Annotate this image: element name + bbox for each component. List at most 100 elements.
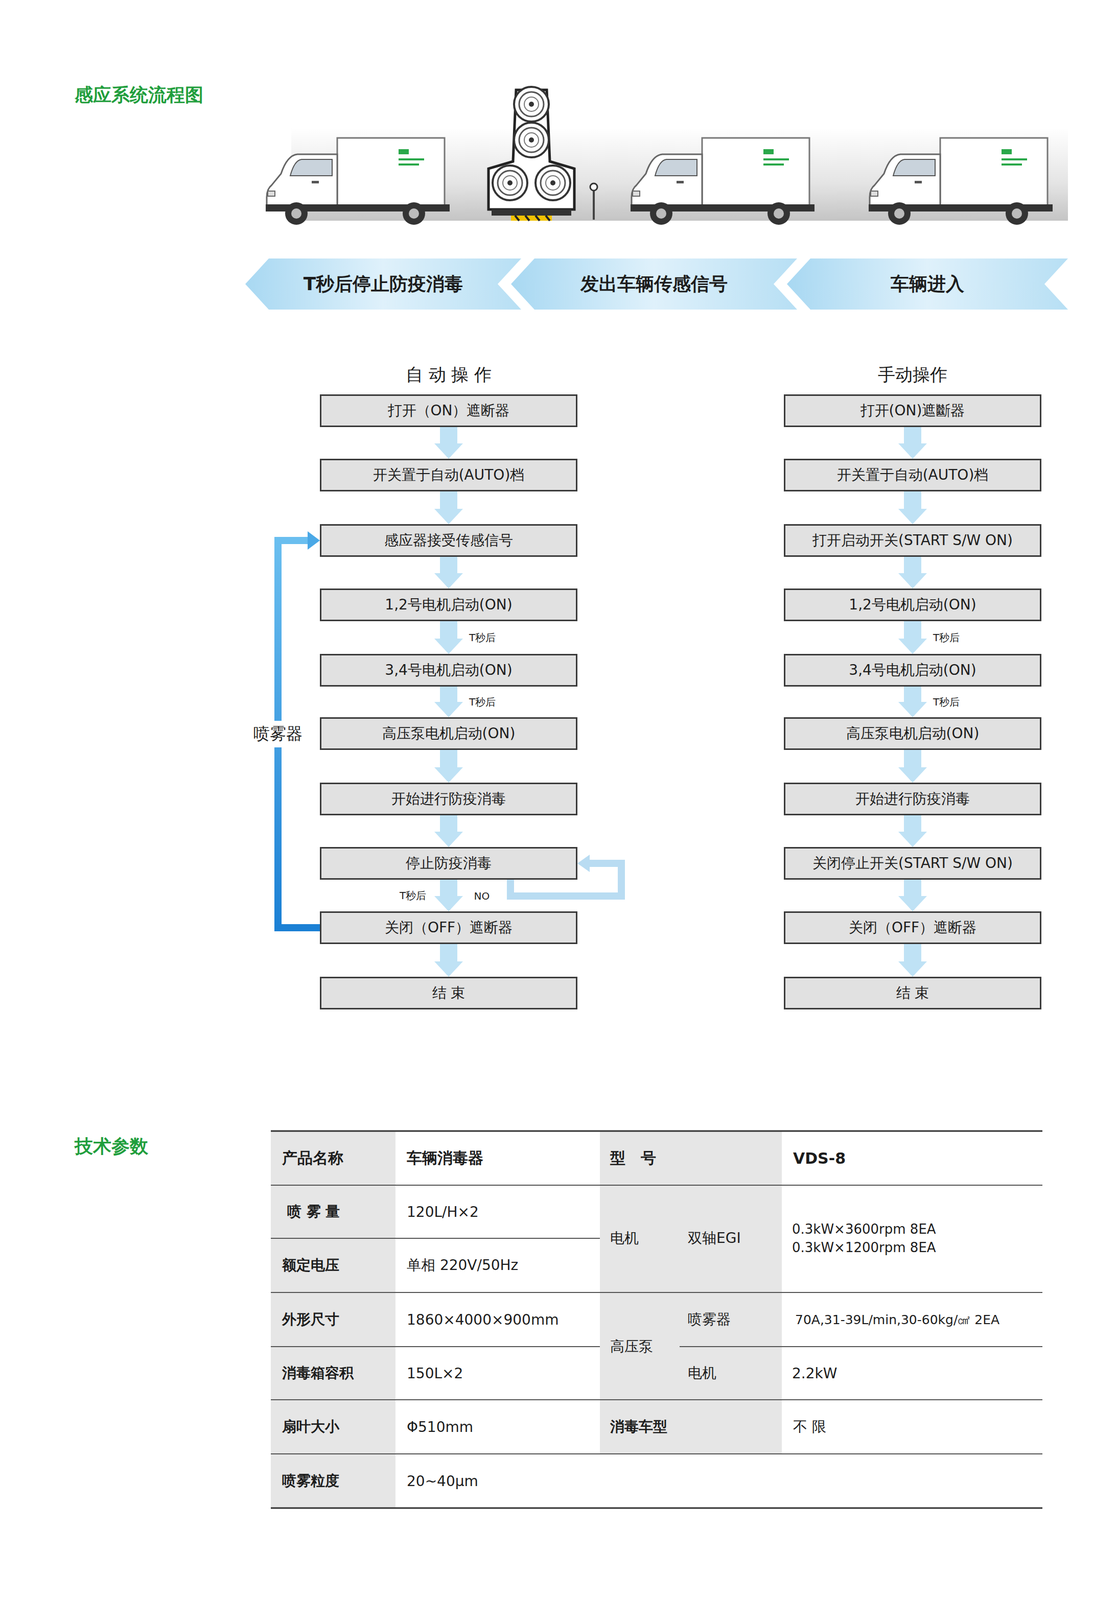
process-box: 打开（ON）遮断器 bbox=[319, 394, 578, 428]
box-text: 打开（ON）遮断器 bbox=[387, 401, 510, 421]
table-cell: 消毒车型 bbox=[610, 1417, 668, 1437]
flow-arrow bbox=[903, 686, 922, 703]
flow-arrow bbox=[439, 879, 458, 897]
process-box: 打开(ON)遮斷器 bbox=[783, 394, 1042, 428]
band-text: 车辆进入 bbox=[890, 271, 965, 297]
edge-label: T秒后 bbox=[467, 695, 498, 710]
table-cell: 消毒箱容积 bbox=[282, 1363, 354, 1384]
box-text: 开关置于自动(AUTO)档 bbox=[373, 465, 525, 485]
chevron-fill bbox=[786, 258, 1068, 310]
flow-band-chevron: T秒后停止防疫消毒 bbox=[245, 258, 522, 310]
section-heading: 技术参数 bbox=[74, 1134, 149, 1160]
process-box: 开关置于自动(AUTO)档 bbox=[783, 458, 1042, 492]
box-text: 打开(ON)遮斷器 bbox=[860, 401, 966, 421]
table-cell: 扇叶大小 bbox=[282, 1417, 340, 1437]
table-cell: 0.3kW×3600rpm 8EA bbox=[792, 1221, 937, 1238]
band-text: T秒后停止防疫消毒 bbox=[303, 271, 464, 297]
band-text: 发出车辆传感信号 bbox=[580, 271, 728, 297]
process-box: 高压泵电机启动(ON) bbox=[319, 717, 578, 751]
flow-arrow bbox=[439, 750, 458, 768]
process-box: 开始进行防疫消毒 bbox=[783, 782, 1042, 816]
box-text: 开关置于自动(AUTO)档 bbox=[836, 465, 989, 485]
process-box: 结 束 bbox=[319, 976, 578, 1010]
column-heading: 自 动 操 作 bbox=[405, 363, 492, 387]
flow-arrow bbox=[903, 879, 922, 897]
process-box: 开始进行防疫消毒 bbox=[319, 782, 578, 816]
flow-arrow bbox=[903, 815, 922, 832]
edge-label: T秒后 bbox=[931, 631, 962, 645]
process-box: 打开启动开关(START S/W ON) bbox=[783, 524, 1042, 557]
table-cell: 双轴EGI bbox=[687, 1228, 741, 1249]
table-cell: 电机 bbox=[687, 1363, 717, 1384]
process-box: 1,2号电机启动(ON) bbox=[319, 588, 578, 622]
box-text: 高压泵电机启动(ON) bbox=[382, 724, 516, 744]
process-box: 停止防疫消毒 bbox=[319, 847, 578, 880]
flow-arrow bbox=[903, 491, 922, 509]
table-cell: 120L/H×2 bbox=[406, 1203, 479, 1221]
table-cell: 喷雾器 bbox=[687, 1310, 731, 1330]
flow-arrow bbox=[903, 750, 922, 768]
table-cell: 2.2kW bbox=[792, 1365, 837, 1383]
table-cell: VDS-8 bbox=[793, 1149, 846, 1168]
process-box: 3,4号电机启动(ON) bbox=[783, 654, 1042, 687]
flow-arrow bbox=[439, 944, 458, 962]
box-text: 结 束 bbox=[432, 983, 466, 1004]
box-text: 关闭（OFF）遮断器 bbox=[848, 918, 977, 938]
column-heading: 手动操作 bbox=[877, 363, 948, 387]
table-cell: Φ510mm bbox=[406, 1418, 474, 1436]
table-cell: 0.3kW×1200rpm 8EA bbox=[792, 1240, 937, 1256]
process-box: 开关置于自动(AUTO)档 bbox=[319, 458, 578, 492]
edge-label: T秒后 bbox=[467, 631, 498, 645]
flow-arrow bbox=[439, 815, 458, 832]
flow-arrow bbox=[903, 556, 922, 574]
table-cell: 喷 雾 量 bbox=[287, 1202, 341, 1222]
flow-band-chevron: 车辆进入 bbox=[786, 258, 1068, 310]
box-text: 停止防疫消毒 bbox=[405, 853, 492, 874]
table-cell: 单相 220V/50Hz bbox=[406, 1255, 519, 1276]
table-cell: 外形尺寸 bbox=[282, 1310, 340, 1330]
table-cell: 70A,31-39L/min,30-60kg/㎠ 2EA bbox=[795, 1311, 1000, 1329]
flow-arrow bbox=[439, 621, 458, 639]
table-cell: 额定电压 bbox=[282, 1255, 340, 1276]
chevron-fill bbox=[245, 258, 522, 310]
flow-arrow bbox=[439, 491, 458, 509]
process-box: 关闭（OFF）遮断器 bbox=[783, 911, 1042, 945]
flow-arrow bbox=[439, 556, 458, 574]
box-text: 开始进行防疫消毒 bbox=[391, 789, 506, 809]
box-text: 3,4号电机启动(ON) bbox=[848, 660, 976, 681]
process-box: 感应器接受传感信号 bbox=[319, 524, 578, 557]
page-title: 感应系统流程图 bbox=[74, 82, 204, 108]
table-cell: 20~40μm bbox=[406, 1473, 479, 1491]
box-text: 3,4号电机启动(ON) bbox=[384, 660, 513, 681]
process-box: 3,4号电机启动(ON) bbox=[319, 654, 578, 687]
flow-arrow bbox=[903, 621, 922, 639]
table-cell: 型 号 bbox=[610, 1148, 657, 1170]
flow-arrow bbox=[439, 427, 458, 444]
table-cell: 不 限 bbox=[793, 1417, 827, 1437]
flow-arrow bbox=[903, 944, 922, 962]
box-text: 结 束 bbox=[896, 983, 930, 1004]
flow-arrow bbox=[903, 427, 922, 444]
box-text: 高压泵电机启动(ON) bbox=[846, 724, 980, 744]
process-box: 1,2号电机启动(ON) bbox=[783, 588, 1042, 622]
table-cell: 产品名称 bbox=[282, 1148, 344, 1170]
box-text: 关闭停止开关(START S/W ON) bbox=[812, 853, 1013, 874]
process-box: 关闭停止开关(START S/W ON) bbox=[783, 847, 1042, 880]
table-cell: 电机 bbox=[610, 1228, 639, 1249]
box-text: 关闭（OFF）遮断器 bbox=[384, 918, 513, 938]
box-text: 1,2号电机启动(ON) bbox=[384, 595, 513, 615]
edge-label: 喷雾器 bbox=[252, 720, 304, 748]
edge-label: NO bbox=[472, 890, 493, 903]
table-cell: 1860×4000×900mm bbox=[406, 1311, 559, 1329]
process-box: 高压泵电机启动(ON) bbox=[783, 717, 1042, 751]
table-cell: 150L×2 bbox=[406, 1365, 463, 1383]
box-text: 开始进行防疫消毒 bbox=[855, 789, 970, 809]
flow-arrow bbox=[439, 686, 458, 703]
table-cell: 高压泵 bbox=[610, 1337, 654, 1357]
process-box: 结 束 bbox=[783, 976, 1042, 1010]
table-cell: 喷雾粒度 bbox=[282, 1471, 340, 1492]
chevron-fill bbox=[510, 258, 798, 310]
box-text: 打开启动开关(START S/W ON) bbox=[812, 530, 1013, 551]
process-box: 关闭（OFF）遮断器 bbox=[319, 911, 578, 945]
